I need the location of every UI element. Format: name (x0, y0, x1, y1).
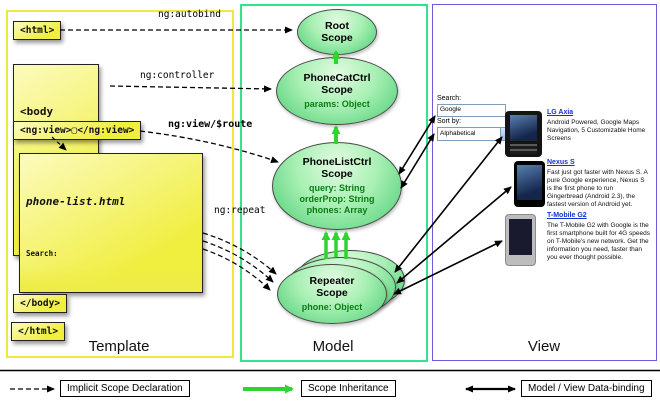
scope-type: Scope (316, 287, 348, 299)
scope-name: Repeater (309, 275, 355, 287)
ng-controller-label: ng:controller (140, 70, 215, 81)
html-open-tag-box: <html> (13, 21, 62, 40)
template-panel (6, 10, 234, 358)
ng-view-tag-box: <ng:view>▢</ng:view> (13, 121, 142, 140)
html-close-tag-box: </html> (11, 322, 66, 341)
phone-keypad (510, 144, 537, 154)
legend-scope-inheritance: Scope Inheritance (301, 380, 396, 397)
phone-link[interactable]: T-Mobile G2 (547, 212, 587, 219)
scope-name: PhoneListCtrl (302, 156, 372, 168)
scope-property: phones: Array (306, 205, 368, 215)
scope-property: phone: Object (301, 302, 363, 312)
code-fade-overlay (20, 266, 202, 292)
body-close-tag-box: </body> (13, 294, 68, 313)
ng-repeat-label: ng:repeat (214, 205, 266, 216)
scope-type: Scope (321, 168, 353, 180)
phonecatctrl-scope-ellipse: PhoneCatCtrl Scope params: Object (276, 57, 398, 125)
scope-property: orderProp: String (299, 194, 375, 204)
phone-screen (510, 115, 537, 141)
legend-data-binding: Model / View Data-binding (521, 380, 652, 397)
scope-property: params: Object (304, 99, 370, 109)
phone-list-template-box: phone-list.html Search: <input name="que… (19, 153, 203, 293)
phone-image-nexus-s (514, 161, 545, 207)
search-input[interactable]: Google (437, 104, 506, 117)
sort-select-value: Alphabetical (440, 130, 476, 137)
phone-screen (509, 219, 532, 255)
phone-link[interactable]: LG Axia (547, 109, 574, 116)
phonelistctrl-scope-ellipse: PhoneListCtrl Scope query: String orderP… (272, 142, 402, 230)
phone-description: The T-Mobile G2 with Google is the first… (547, 222, 650, 261)
model-panel-title: Model (312, 338, 354, 355)
root-scope-ellipse: Root Scope (297, 9, 377, 55)
scope-name: PhoneCatCtrl (303, 72, 371, 84)
phone-image-tmobile-g2 (505, 214, 536, 266)
scope-type: Scope (321, 32, 353, 44)
ng-view-route-label: ng:view/$route (168, 119, 253, 130)
repeater-scope-ellipse: Repeater Scope phone: Object (277, 264, 387, 324)
code-line: Search: (26, 249, 58, 258)
search-label: Search: (437, 95, 462, 102)
phone-image-lg-axia (505, 111, 542, 157)
phone-description: Android Powered, Google Maps Navigation,… (547, 119, 646, 142)
scope-property: query: String (308, 183, 365, 193)
phone-list-title: phone-list.html (26, 195, 126, 208)
scope-name: Root (325, 20, 349, 32)
phone-link[interactable]: Nexus S (547, 159, 575, 166)
phone-description: Fast just got faster with Nexus S. A pur… (547, 169, 648, 208)
view-panel-title: View (527, 338, 561, 355)
sort-by-label: Sort by: (437, 118, 462, 125)
sort-select[interactable]: Alphabetical ▾ (437, 127, 513, 141)
ng-autobind-label: ng:autobind (158, 9, 221, 20)
scope-type: Scope (321, 84, 353, 96)
template-panel-title: Template (88, 338, 150, 355)
body-open-line1: <body (20, 105, 54, 118)
legend-implicit-scope: Implicit Scope Declaration (60, 380, 190, 397)
phone-screen (517, 165, 542, 200)
